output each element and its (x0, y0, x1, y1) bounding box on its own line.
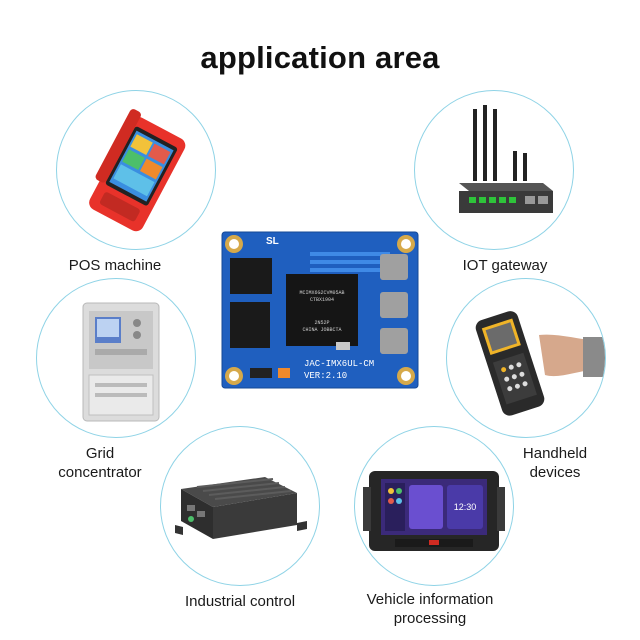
cpu-label-4: CHINA JOBBCTA (302, 327, 341, 333)
handheld-devices-circle (446, 278, 606, 438)
vehicle-info-label: Vehicle information processing (366, 591, 494, 627)
cpu-label-2: CTBX1904 (310, 297, 334, 303)
car-display-time: 12:30 (454, 502, 477, 512)
car-display-icon: 12:30 (363, 471, 505, 551)
router-icon (459, 105, 553, 213)
handheld-devices-label: Handheld devices (522, 445, 588, 481)
pos-machine-circle (56, 90, 216, 250)
pos-machine-label: POS machine (68, 257, 162, 274)
industrial-control-label: Industrial control (184, 593, 296, 610)
pos-machine-icon (89, 109, 186, 232)
page-title: application area (200, 40, 440, 75)
industrial-control-circle (160, 426, 320, 586)
grid-concentrator-circle (36, 278, 196, 438)
power-meter-icon (82, 302, 160, 422)
board-logo: SL (266, 236, 279, 247)
iot-gateway-label: IOT gateway (462, 257, 548, 274)
industrial-pc-icon (175, 477, 307, 539)
cpu-label-1: MCIMX6G2CVM05AB (299, 290, 344, 296)
handheld-scanner-icon (475, 311, 605, 416)
cpu-label-3: 2N52P (314, 320, 329, 326)
board-model: JAC-IMX6UL-CM (304, 359, 374, 369)
grid-concentrator-label: Grid concentrator (58, 445, 142, 481)
som-board: SL MCIMX6G2CVM05AB CTBX1904 2N52P CHINA … (220, 230, 420, 390)
board-version: VER:2.10 (304, 371, 347, 381)
iot-gateway-circle (414, 90, 574, 250)
vehicle-info-circle: 12:30 (354, 426, 514, 586)
